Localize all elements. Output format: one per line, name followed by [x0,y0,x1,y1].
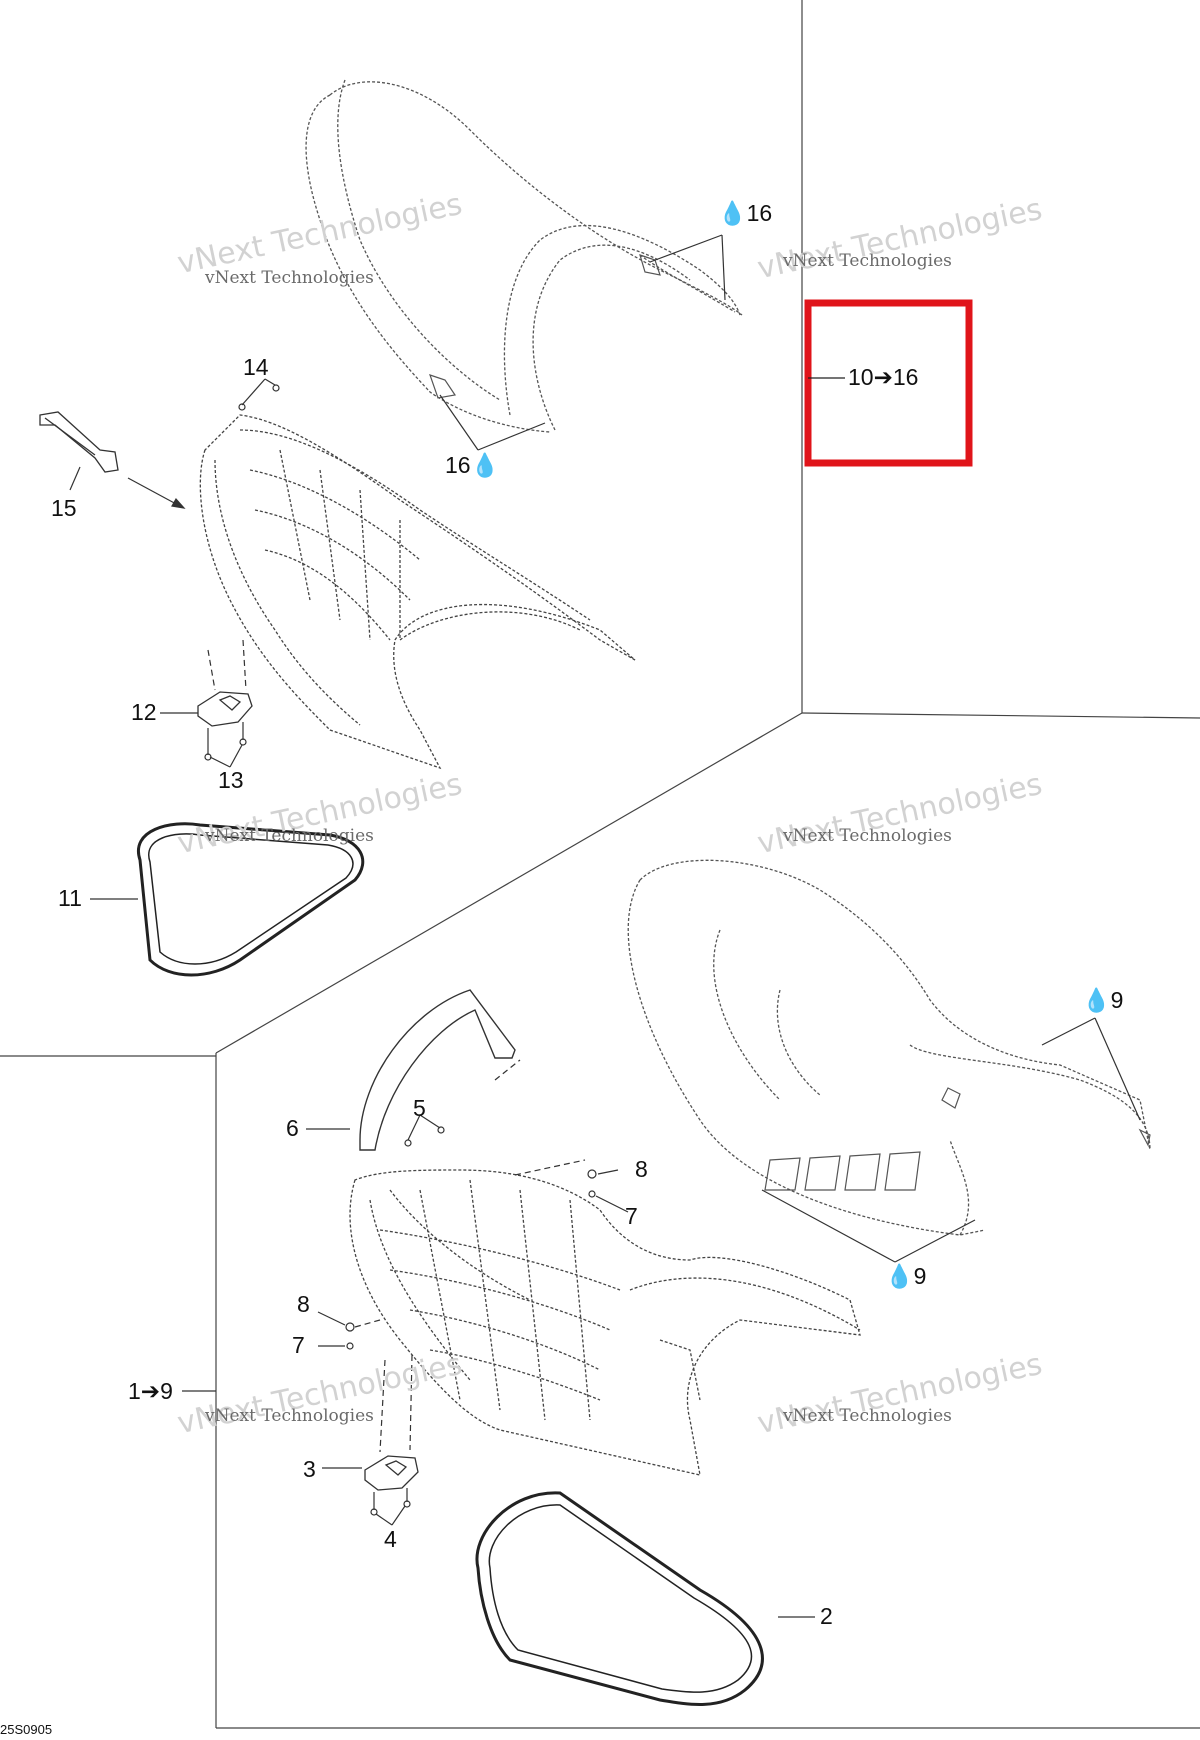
front-seat-cover [627,859,1151,1236]
gasket-part-11 [136,822,365,977]
document-reference: 25S0905 [0,1722,53,1737]
callout-4[interactable]: 4 [384,1526,397,1552]
callout-3[interactable]: 3 [303,1456,316,1482]
watermark: vNext Technologies [783,826,952,846]
callout-8-left[interactable]: 8 [297,1291,310,1317]
highlight-box[interactable] [804,299,973,467]
callout-9-top[interactable]: 💧9 [1082,987,1124,1013]
latch-part-3 [322,1455,419,1491]
gasket-part-2 [475,1491,764,1706]
callout-1-9[interactable]: 1➔9 [128,1378,173,1404]
callout-7-left[interactable]: 7 [292,1332,305,1358]
leaders-16 [439,234,726,451]
screws-part-13 [204,639,247,768]
nuts-part-5 [404,1114,445,1147]
callout-15[interactable]: 15 [51,495,77,521]
screws-part-4 [370,1354,413,1526]
callout-16-top[interactable]: 💧16 [718,200,773,226]
callout-14[interactable]: 14 [243,354,269,380]
bracket-part-6 [359,989,516,1151]
callout-7-right[interactable]: 7 [625,1203,638,1229]
bracket-guide-6 [494,1059,521,1081]
leaders-9 [761,1017,1141,1263]
fasteners-right [514,1159,629,1213]
callout-2[interactable]: 2 [820,1603,833,1629]
callout-13[interactable]: 13 [218,767,244,793]
callout-10-16[interactable]: 10➔16 [848,364,919,390]
strap-part-15 [39,411,119,473]
watermark: vNext Technologies [783,1406,952,1426]
latch-part-12 [160,691,253,727]
callout-8-right[interactable]: 8 [635,1156,648,1182]
rear-seat-cover-details [429,254,661,399]
callout-12[interactable]: 12 [131,699,157,725]
callout-9-bottom[interactable]: 💧9 [885,1263,927,1289]
fasteners-left [317,1311,381,1350]
watermark: vNext Technologies [205,268,374,288]
watermark: vNext Technologies [205,1406,374,1426]
front-seat-vents [764,1087,1151,1191]
watermark: vNext Technologies [205,826,374,846]
callout-6[interactable]: 6 [286,1115,299,1141]
front-seat-base [349,1169,861,1476]
callout-16-left[interactable]: 16💧 [445,452,500,478]
nuts-part-14 [238,378,280,411]
leader-15 [69,466,186,509]
rear-seat-base [199,414,636,770]
callout-5[interactable]: 5 [413,1095,426,1121]
watermark: vNext Technologies [783,251,952,271]
callout-11[interactable]: 11 [58,885,82,911]
rear-seat-cover [305,79,743,433]
